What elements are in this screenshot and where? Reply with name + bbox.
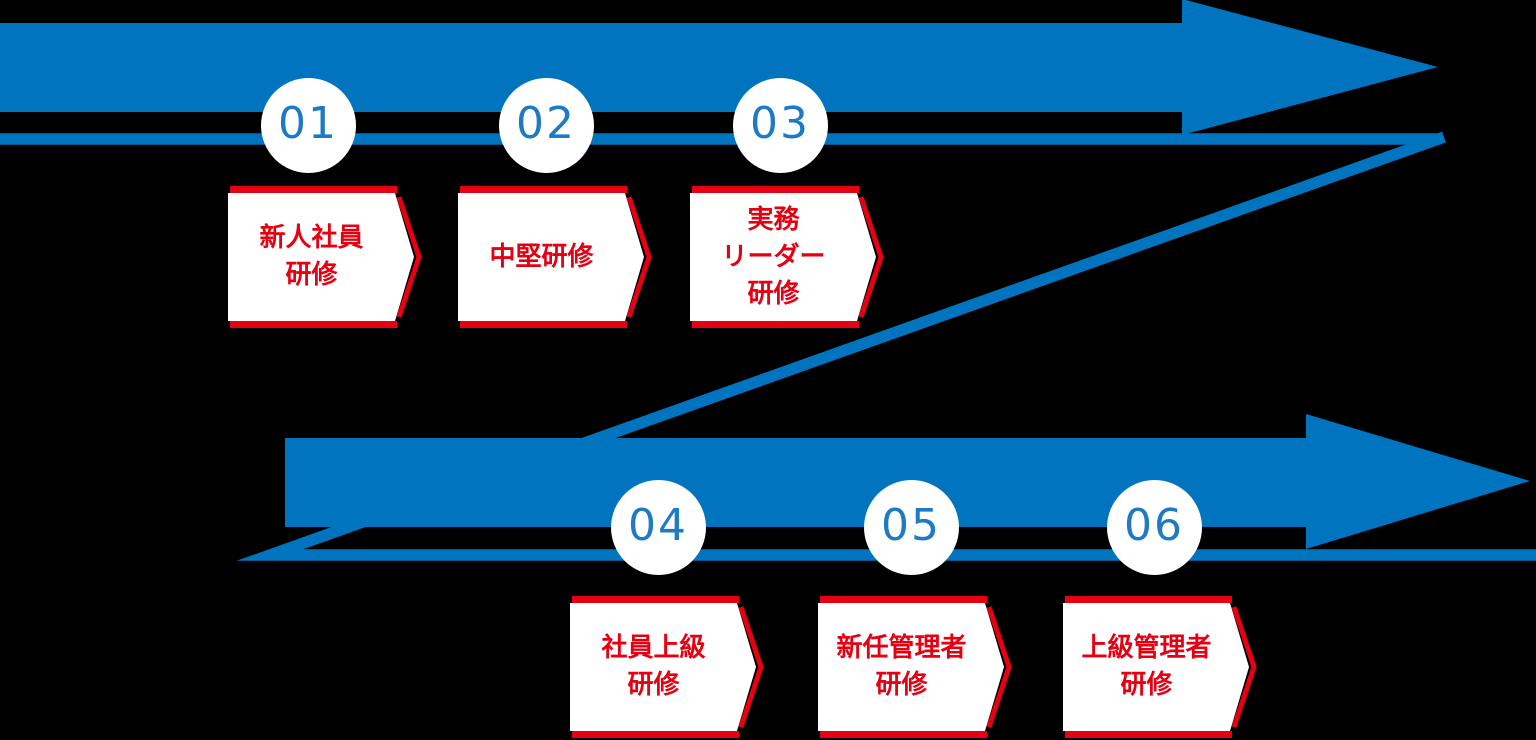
step-label-01: 新人社員 研修 xyxy=(228,193,395,321)
step-label-05: 新任管理者 研修 xyxy=(818,603,985,731)
zigzag-diagonal-and-bottom-line xyxy=(236,131,1536,561)
step-badge-02: 02 xyxy=(498,77,594,173)
step-label-line: 研修 xyxy=(875,670,928,700)
step-number: 02 xyxy=(516,98,576,149)
step-label-line: 新任管理者 xyxy=(836,633,967,663)
step-label-line: 新人社員 xyxy=(259,223,364,253)
step-badge-06: 06 xyxy=(1106,479,1202,575)
step-label-line: 研修 xyxy=(1120,670,1173,700)
step-label-line: 研修 xyxy=(747,278,800,309)
step-label-06: 上級管理者 研修 xyxy=(1063,603,1230,731)
step-number: 01 xyxy=(278,98,338,149)
step-number: 05 xyxy=(881,500,941,551)
step-number: 03 xyxy=(750,98,810,149)
step-badge-04: 04 xyxy=(610,479,706,575)
step-badge-03: 03 xyxy=(732,77,828,173)
top-arrow xyxy=(0,0,1438,135)
step-number: 06 xyxy=(1124,500,1184,551)
step-number: 04 xyxy=(628,500,688,551)
step-badge-01: 01 xyxy=(260,77,356,173)
step-label-line: リーダー xyxy=(721,241,826,272)
step-label-04: 社員上級 研修 xyxy=(570,603,737,731)
step-label-line: 上級管理者 xyxy=(1081,633,1212,663)
step-label-line: 社員上級 xyxy=(601,633,706,663)
step-label-03: 実務 リーダー 研修 xyxy=(690,193,857,321)
step-label-02: 中堅研修 xyxy=(458,193,625,321)
step-label-line: 研修 xyxy=(627,670,680,700)
step-label-line: 中堅研修 xyxy=(489,241,594,272)
step-label-line: 実務 xyxy=(747,204,800,235)
step-label-line: 研修 xyxy=(285,260,338,290)
step-badge-05: 05 xyxy=(863,479,959,575)
